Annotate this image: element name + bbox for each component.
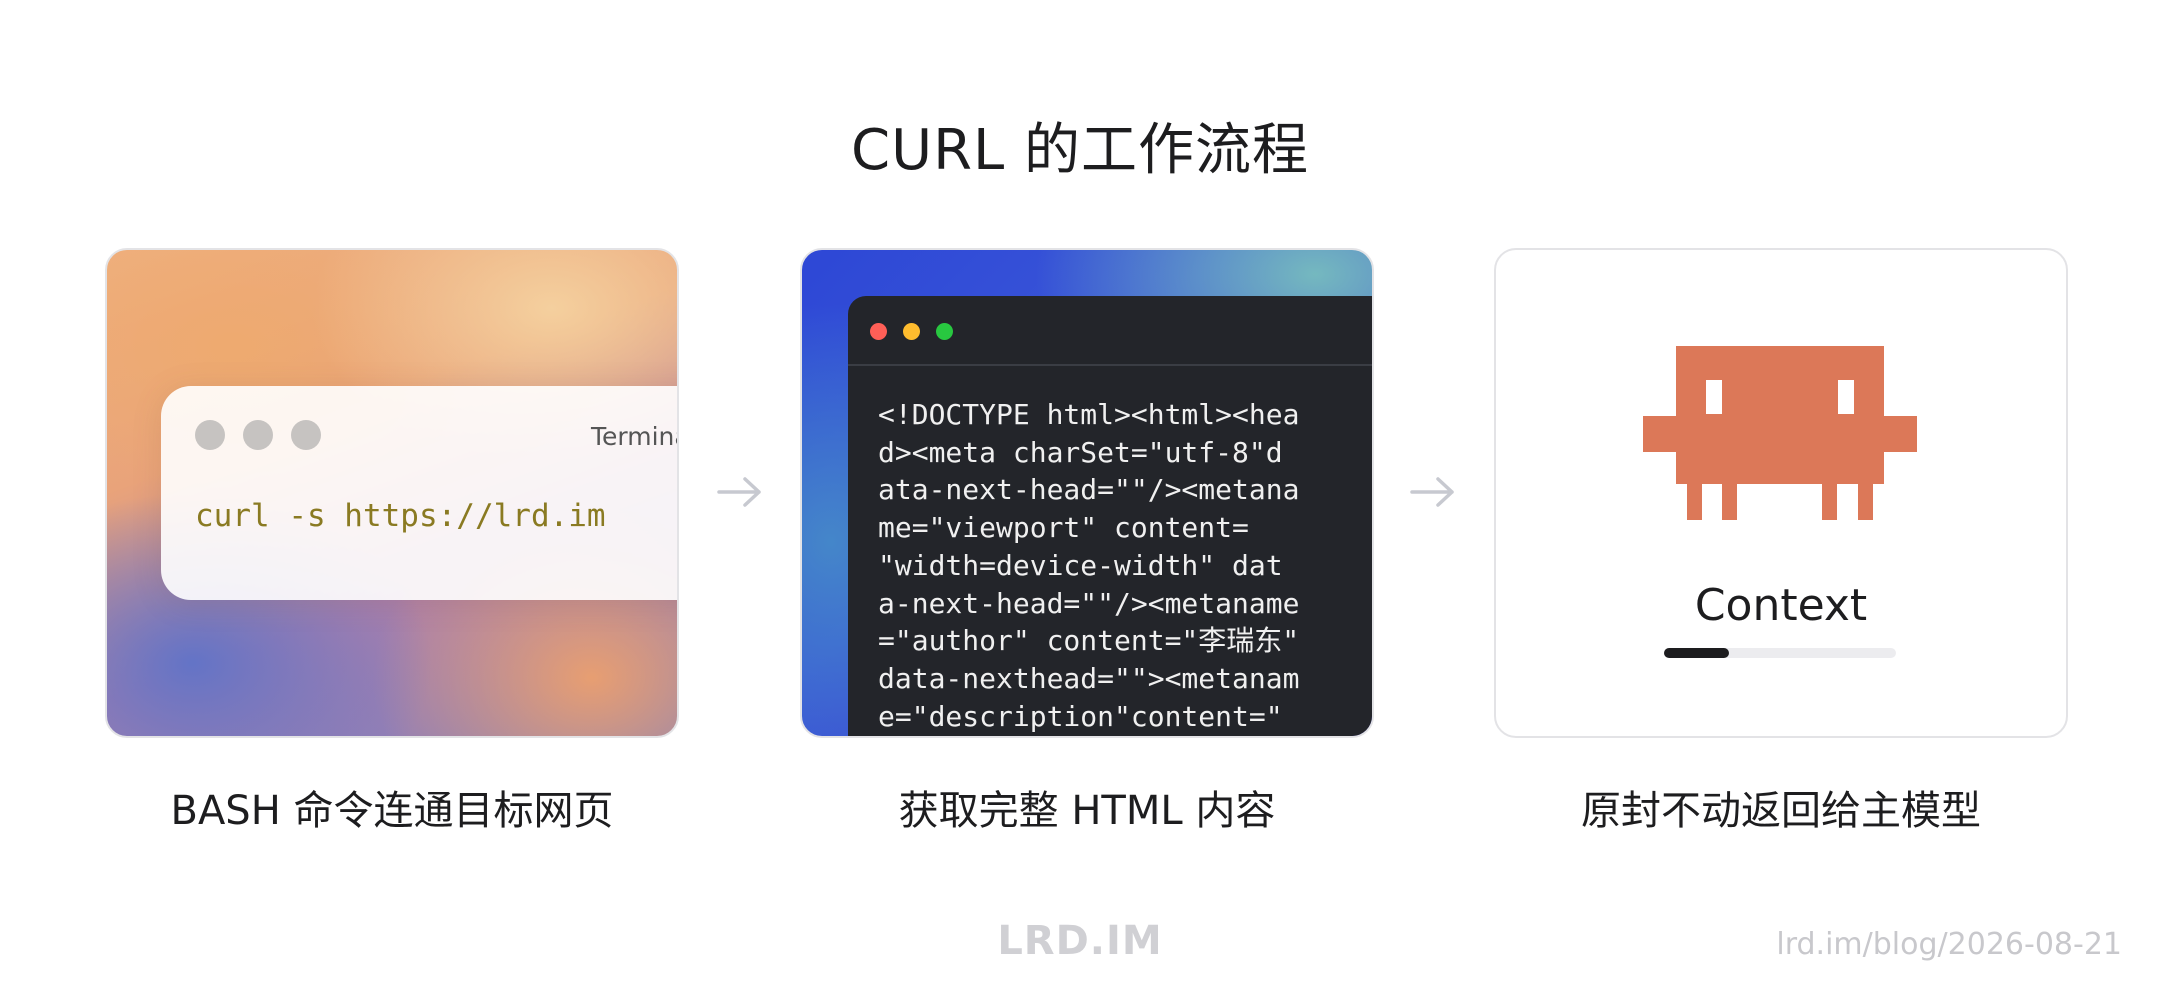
html-source-code: <!DOCTYPE html><html><hea d><meta charSet…: [878, 396, 1299, 735]
window-dot-icon: [195, 420, 225, 450]
window-dot-icon: [291, 420, 321, 450]
page-title: CURL 的工作流程: [851, 118, 1309, 183]
arrow-right-icon: [717, 477, 761, 507]
curl-command: curl -s https://lrd.im: [195, 498, 606, 534]
context-card: Context: [1494, 248, 2068, 738]
step-2-caption: 获取完整 HTML 内容: [898, 788, 1276, 834]
footer-url: lrd.im/blog/2026-08-21: [1776, 927, 2122, 962]
step-1-caption: BASH 命令连通目标网页: [170, 788, 614, 834]
code-window-titlebar: [848, 296, 1372, 366]
html-output-card: <!DOCTYPE html><html><hea d><meta charSet…: [800, 248, 1374, 738]
terminal-window: Terminal curl -s https://lrd.im: [161, 386, 677, 600]
context-progress-fill: [1664, 648, 1729, 658]
window-dot-icon: [243, 420, 273, 450]
brand-wordmark: LRD.IM: [997, 918, 1163, 964]
code-line: a-next-head=""/><metaname: [878, 586, 1300, 620]
step-3-caption: 原封不动返回给主模型: [1581, 788, 1981, 834]
code-line: me="viewport" content=: [878, 511, 1249, 545]
code-line: ="author" content="李瑞东": [878, 624, 1300, 658]
code-line: d><meta charSet="utf-8"d: [878, 435, 1283, 469]
bash-terminal-card: Terminal curl -s https://lrd.im: [105, 248, 679, 738]
arrow-right-icon: [1410, 477, 1454, 507]
code-line: data-nexthead=""><metanam: [878, 661, 1300, 695]
code-line: ata-next-head=""/><metana: [878, 473, 1300, 507]
context-progress-bar: [1664, 648, 1896, 658]
context-label: Context: [1694, 580, 1868, 631]
minimize-dot-icon: [903, 323, 920, 340]
code-window: <!DOCTYPE html><html><hea d><meta charSet…: [848, 296, 1372, 736]
close-dot-icon: [870, 323, 887, 340]
pixel-creature-icon: [1643, 346, 1917, 520]
code-line: <!DOCTYPE html><html><hea: [878, 398, 1300, 431]
code-line: "width=device-width" dat: [878, 548, 1283, 582]
maximize-dot-icon: [936, 323, 953, 340]
code-line: e="description"content=": [878, 699, 1283, 733]
terminal-title: Terminal: [591, 422, 677, 451]
